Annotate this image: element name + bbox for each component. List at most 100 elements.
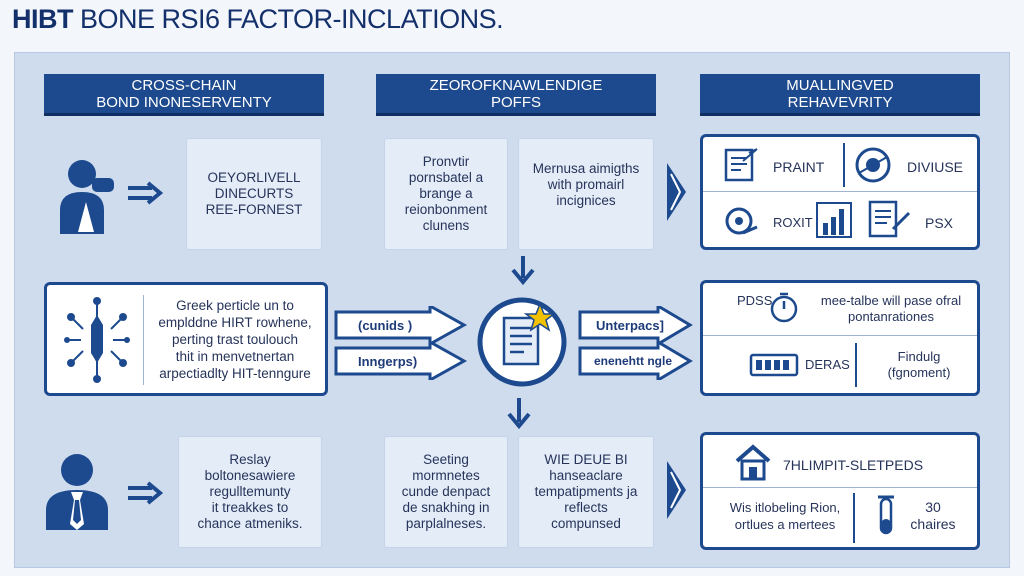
stopwatch-icon xyxy=(769,291,799,323)
double-arrow-icon xyxy=(126,180,166,206)
card-line: reflects xyxy=(564,500,608,515)
card-line: regulltemunty xyxy=(209,484,291,499)
count-label: chaires xyxy=(910,516,956,532)
text-line: Findulg xyxy=(897,349,941,364)
card-line: it treakkes to xyxy=(211,500,289,515)
text-line: pontanrationes xyxy=(847,309,934,324)
row2-right-top-text: mee-talbe will pase ofral pontanrationes xyxy=(803,293,979,325)
gear-hand-icon xyxy=(721,203,761,241)
card-line: de snakhing in xyxy=(402,500,490,515)
central-document-icon xyxy=(474,296,574,388)
divider xyxy=(853,493,855,543)
row3-right-bottom-text: Wis itlobeling Rion, ortlues a mertees xyxy=(719,499,851,533)
card-line: mormnetes xyxy=(412,468,480,483)
column-header-line2: REHAVEVRITY xyxy=(787,93,893,111)
test-tube-icon xyxy=(875,493,897,541)
user-thinking-icon xyxy=(56,152,118,234)
divider xyxy=(703,335,977,336)
text-line: ortlues a mertees xyxy=(734,517,836,532)
row1-mid-card-a: Pronvtir pornsbatel a brange a reionbonm… xyxy=(384,138,508,250)
row3-right-count: 30 chaires xyxy=(903,499,963,533)
chevron-right-icon xyxy=(664,160,690,224)
globe-gear-icon xyxy=(853,145,893,185)
row2-right-box: PDSS mee-talbe will pase ofral pontanrat… xyxy=(700,280,980,396)
divider xyxy=(843,143,845,187)
title-bold: HIBT xyxy=(12,4,74,34)
column-header-multilingual: MUALLINGVED REHAVEVRITY xyxy=(700,74,980,116)
chevron-right-icon xyxy=(664,458,690,522)
card-line: OEYORLIVELL xyxy=(207,170,301,185)
card-line: pornsbatel a xyxy=(408,170,484,185)
divider xyxy=(703,191,977,192)
text-line: emplddne HIRT rowhene, xyxy=(158,315,312,330)
text-line: arpectiadlty HIT-tenngure xyxy=(159,366,311,381)
arrow-down-icon xyxy=(508,254,538,286)
house-icon xyxy=(733,443,773,481)
row3-right-box: 7HLIMPIT-SLETPEDS Wis itlobeling Rion, o… xyxy=(700,432,980,550)
arrow-left-banner-bottom: enenehtt ngle xyxy=(578,342,694,380)
arrow-right-banner-top: (cunids ) xyxy=(334,306,468,344)
card-line: hanseaclare xyxy=(549,468,623,483)
row2-left-box: Greek perticle un to emplddne HIRT rowhe… xyxy=(44,282,328,396)
arrow-left-banner-top: Unterpacs] xyxy=(578,306,694,344)
top-text: 7HLIMPIT-SLETPEDS xyxy=(783,457,924,473)
card-line: with promairl xyxy=(547,177,625,192)
column-header-line1: CROSS-CHAIN xyxy=(131,76,237,94)
divider xyxy=(703,487,977,488)
column-header-line2: BOND INONESERVENTY xyxy=(96,93,272,111)
card-line: boltonesawiere xyxy=(204,468,296,483)
column-header-cross-chain: CROSS-CHAIN BOND INONESERVENTY xyxy=(44,74,324,116)
item-label-4: PSX xyxy=(925,215,954,231)
column-header-line1: MUALLINGVED xyxy=(786,76,894,94)
card-line: tempatipments ja xyxy=(534,484,638,499)
card-line: parplalneses. xyxy=(405,516,487,531)
row2-left-text: Greek perticle un to emplddne HIRT rowhe… xyxy=(149,297,321,382)
text-line: Wis itlobeling Rion, xyxy=(729,500,841,515)
count-value: 30 xyxy=(925,499,941,515)
row1-left-card: OEYORLIVELL DINECURTS REE-FORNEST xyxy=(186,138,322,250)
row3-mid-card-b: WIE DEUE BI hanseaclare tempatipments ja… xyxy=(518,436,654,548)
text-line: Greek perticle un to xyxy=(176,298,294,313)
card-line: Reslay xyxy=(229,452,271,467)
page-title: HIBT BONE RSI6 FACTOR-INCLATIONS. xyxy=(12,4,504,35)
top-prefix: PDSS xyxy=(737,293,773,308)
network-nodes-icon xyxy=(63,295,131,385)
divider xyxy=(855,343,857,387)
bottom-left-label: DERAS xyxy=(805,357,850,372)
arrow-right-banner-bottom: Inngerps) xyxy=(334,342,468,380)
item-label-3: ROXIT xyxy=(773,215,813,230)
card-line: Mernusa aimigths xyxy=(532,161,640,176)
card-line: clunens xyxy=(422,218,470,233)
card-line: incignices xyxy=(556,193,616,208)
server-icon xyxy=(749,353,799,377)
card-line: Seeting xyxy=(423,452,469,467)
card-line: REE-FORNEST xyxy=(205,202,303,217)
item-label-2: DIVIUSE xyxy=(907,159,964,175)
arrow-label: (cunids ) xyxy=(358,318,413,333)
card-line: Pronvtir xyxy=(422,154,470,169)
divider xyxy=(143,295,144,385)
bar-chart-icon xyxy=(815,199,855,241)
card-line: reionbonment xyxy=(404,202,488,217)
column-header-line1: ZEOROFKNAWLENDIGE xyxy=(429,76,603,94)
arrow-down-icon xyxy=(504,396,534,430)
row3-mid-card-a: Seeting mormnetes cunde denpact de snakh… xyxy=(384,436,508,548)
document-check-icon xyxy=(867,199,913,241)
text-line: thit in menvetnertan xyxy=(175,349,295,364)
arrow-label: Inngerps) xyxy=(358,354,418,369)
row2-right-bottom-text: Findulg (fgnoment) xyxy=(867,349,971,381)
card-line: compunsed xyxy=(551,516,621,531)
row3-left-card: Reslay boltonesawiere regulltemunty it t… xyxy=(178,436,322,548)
arrow-label: enenehtt ngle xyxy=(594,354,673,368)
column-header-line2: POFFS xyxy=(490,93,541,111)
card-line: cunde denpact xyxy=(401,484,491,499)
row1-mid-card-b: Mernusa aimigths with promairl incignice… xyxy=(518,138,654,250)
arrow-label: Unterpacs] xyxy=(596,318,664,333)
card-line: brange a xyxy=(419,186,473,201)
column-header-zero-knowledge: ZEOROFKNAWLENDIGE POFFS xyxy=(376,74,656,116)
double-arrow-icon xyxy=(126,480,166,506)
title-rest: BONE RSI6 FACTOR-INCLATIONS. xyxy=(73,4,504,34)
document-pen-icon xyxy=(723,147,761,183)
row1-right-box: PRAINT DIVIUSE ROXIT PSX xyxy=(700,134,980,250)
text-line: mee-talbe will pase ofral xyxy=(820,293,962,308)
